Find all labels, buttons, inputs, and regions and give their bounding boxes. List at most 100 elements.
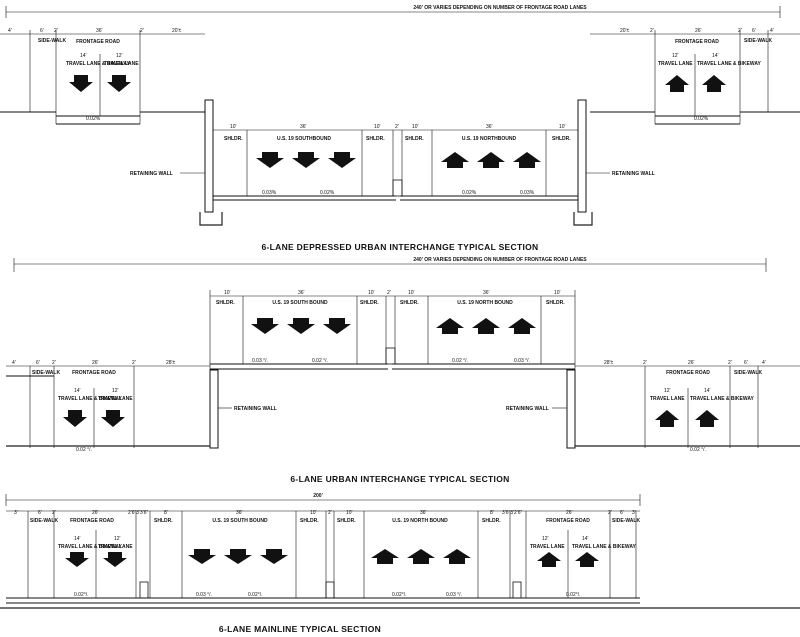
svg-text:4': 4' [12,360,16,366]
arrow-up-icon [702,75,726,92]
shoulder-label: SHLDR. [400,300,419,306]
arrow-up-icon [695,410,719,427]
arrow-up-icon [665,75,689,92]
sidewalk-label: SIDE-WALK [612,518,640,524]
arrow-down-icon [107,75,131,92]
svg-text:6': 6' [744,360,748,366]
cross-slope: 0.02 °/. [76,447,92,453]
retaining-wall-right [577,99,587,213]
svg-text:3': 3' [632,510,636,516]
retaining-wall-label: RETAINING WALL [130,171,173,177]
cross-slope: 0.02% [462,190,477,196]
svg-text:2': 2' [52,510,56,516]
shoulder-label: SHLDR. [154,518,173,524]
cross-slope: 0.03 °/. [252,358,268,364]
svg-text:36': 36' [486,124,493,130]
arrow-down-icon [251,318,279,334]
cross-slope: 0.02 °/. [312,358,328,364]
svg-text:20'±: 20'± [620,28,630,34]
arrow-up-icon [537,552,561,567]
svg-text:10': 10' [412,124,419,130]
svg-text:36': 36' [300,124,307,130]
svg-text:2'6"3'3'6": 2'6"3'3'6" [128,510,149,516]
arrow-down-icon [256,152,284,168]
section-title: 6-LANE DEPRESSED URBAN INTERCHANGE TYPIC… [262,242,539,252]
shoulder-label: SHLDR. [300,518,319,524]
svg-text:10': 10' [310,510,317,516]
retaining-wall-left [209,369,219,449]
svg-text:12': 12' [114,536,121,542]
shoulder-label: SHLDR. [366,136,385,142]
svg-text:3'6"3'2'6": 3'6"3'2'6" [502,510,523,516]
arrow-up-icon [513,152,541,168]
sidewalk-label: SIDE-WALK [32,370,60,376]
median-barrier [385,347,396,365]
lane-label: TRAVEL LANE [104,61,139,67]
median-barrier [325,581,335,599]
svg-text:14': 14' [712,53,719,59]
svg-text:2': 2' [328,510,332,516]
cross-slope: 0.02°/. [392,592,407,598]
svg-text:10': 10' [374,124,381,130]
svg-text:26': 26' [92,510,99,516]
median-barrier [392,179,403,197]
svg-text:28'±: 28'± [604,360,614,366]
overall-dimension-label: 240' OR VARIES DEPENDING ON NUMBER OF FR… [413,5,587,11]
arrow-down-icon [63,410,87,427]
arrow-down-icon [65,552,89,567]
svg-text:2': 2' [54,28,58,34]
southbound-label: U.S. 19 SOUTH BOUND [212,518,268,524]
northbound-label: U.S. 19 NORTH BOUND [457,300,513,306]
arrow-up-icon [407,549,435,564]
section-mainline: 200' 3' 6' 2' 26' 2'6"3'3'6" 8' 36' 10' … [0,493,800,634]
cross-slope: 0.03 °/. [514,358,530,364]
cross-slope: 0.02 °/. [452,358,468,364]
retaining-wall-label: RETAINING WALL [612,171,655,177]
arrow-up-icon [443,549,471,564]
frontage-road-label: FRONTAGE ROAD [675,39,719,45]
svg-text:10': 10' [224,290,231,296]
arrow-down-icon [328,152,356,168]
section-depressed: 240' OR VARIES DEPENDING ON NUMBER OF FR… [0,5,800,252]
cross-slope: 0.02 °/. [690,447,706,453]
svg-text:2': 2' [728,360,732,366]
svg-text:12': 12' [112,388,119,394]
southbound-label: U.S. 19 SOUTH BOUND [272,300,328,306]
lane-label: TRAVEL LANE & BIKEWAY [572,544,636,550]
shoulder-label: SHLDR. [224,136,243,142]
right-frontage-road: 20'± 2' 26' 2' 6' 4' FRONTAGE ROAD SIDE-… [590,28,800,125]
arrow-up-icon [441,152,469,168]
arrow-up-icon [477,152,505,168]
cross-slope: 0.03% [262,190,277,196]
svg-text:10': 10' [554,290,561,296]
svg-text:36': 36' [236,510,243,516]
cross-slope: 0.03 °/. [196,592,212,598]
svg-text:14': 14' [704,388,711,394]
svg-text:6': 6' [620,510,624,516]
outer-barrier-right [512,581,522,599]
arrow-down-icon [103,552,127,567]
svg-text:4': 4' [8,28,12,34]
svg-text:2': 2' [643,360,647,366]
svg-text:28'±: 28'± [166,360,176,366]
sidewalk-label: SIDE-WALK [38,38,66,44]
retaining-wall-left [204,99,214,213]
svg-text:12': 12' [664,388,671,394]
svg-text:2': 2' [650,28,654,34]
shoulder-label: SHLDR. [552,136,571,142]
section-title: 6-LANE MAINLINE TYPICAL SECTION [219,624,381,634]
svg-text:14': 14' [80,53,87,59]
frontage-road-label: FRONTAGE ROAD [546,518,590,524]
outer-barrier-left [139,581,149,599]
retaining-wall-label: RETAINING WALL [234,406,277,412]
frontage-road-label: FRONTAGE ROAD [76,39,120,45]
svg-text:6': 6' [36,360,40,366]
lane-label: TRAVEL LANE & BIKEWAY [58,544,122,550]
lane-label: TRAVEL LANE [530,544,565,550]
lane-label: TRAVEL LANE & BIKEWAY [690,396,754,402]
shoulder-label: SHLDR. [482,518,501,524]
shoulder-label: SHLDR. [216,300,235,306]
retaining-wall-right [566,369,576,449]
left-frontage-road: 4' 6' 2' 26' 2' 28'± FRONTAGE ROAD SIDE-… [6,360,210,453]
